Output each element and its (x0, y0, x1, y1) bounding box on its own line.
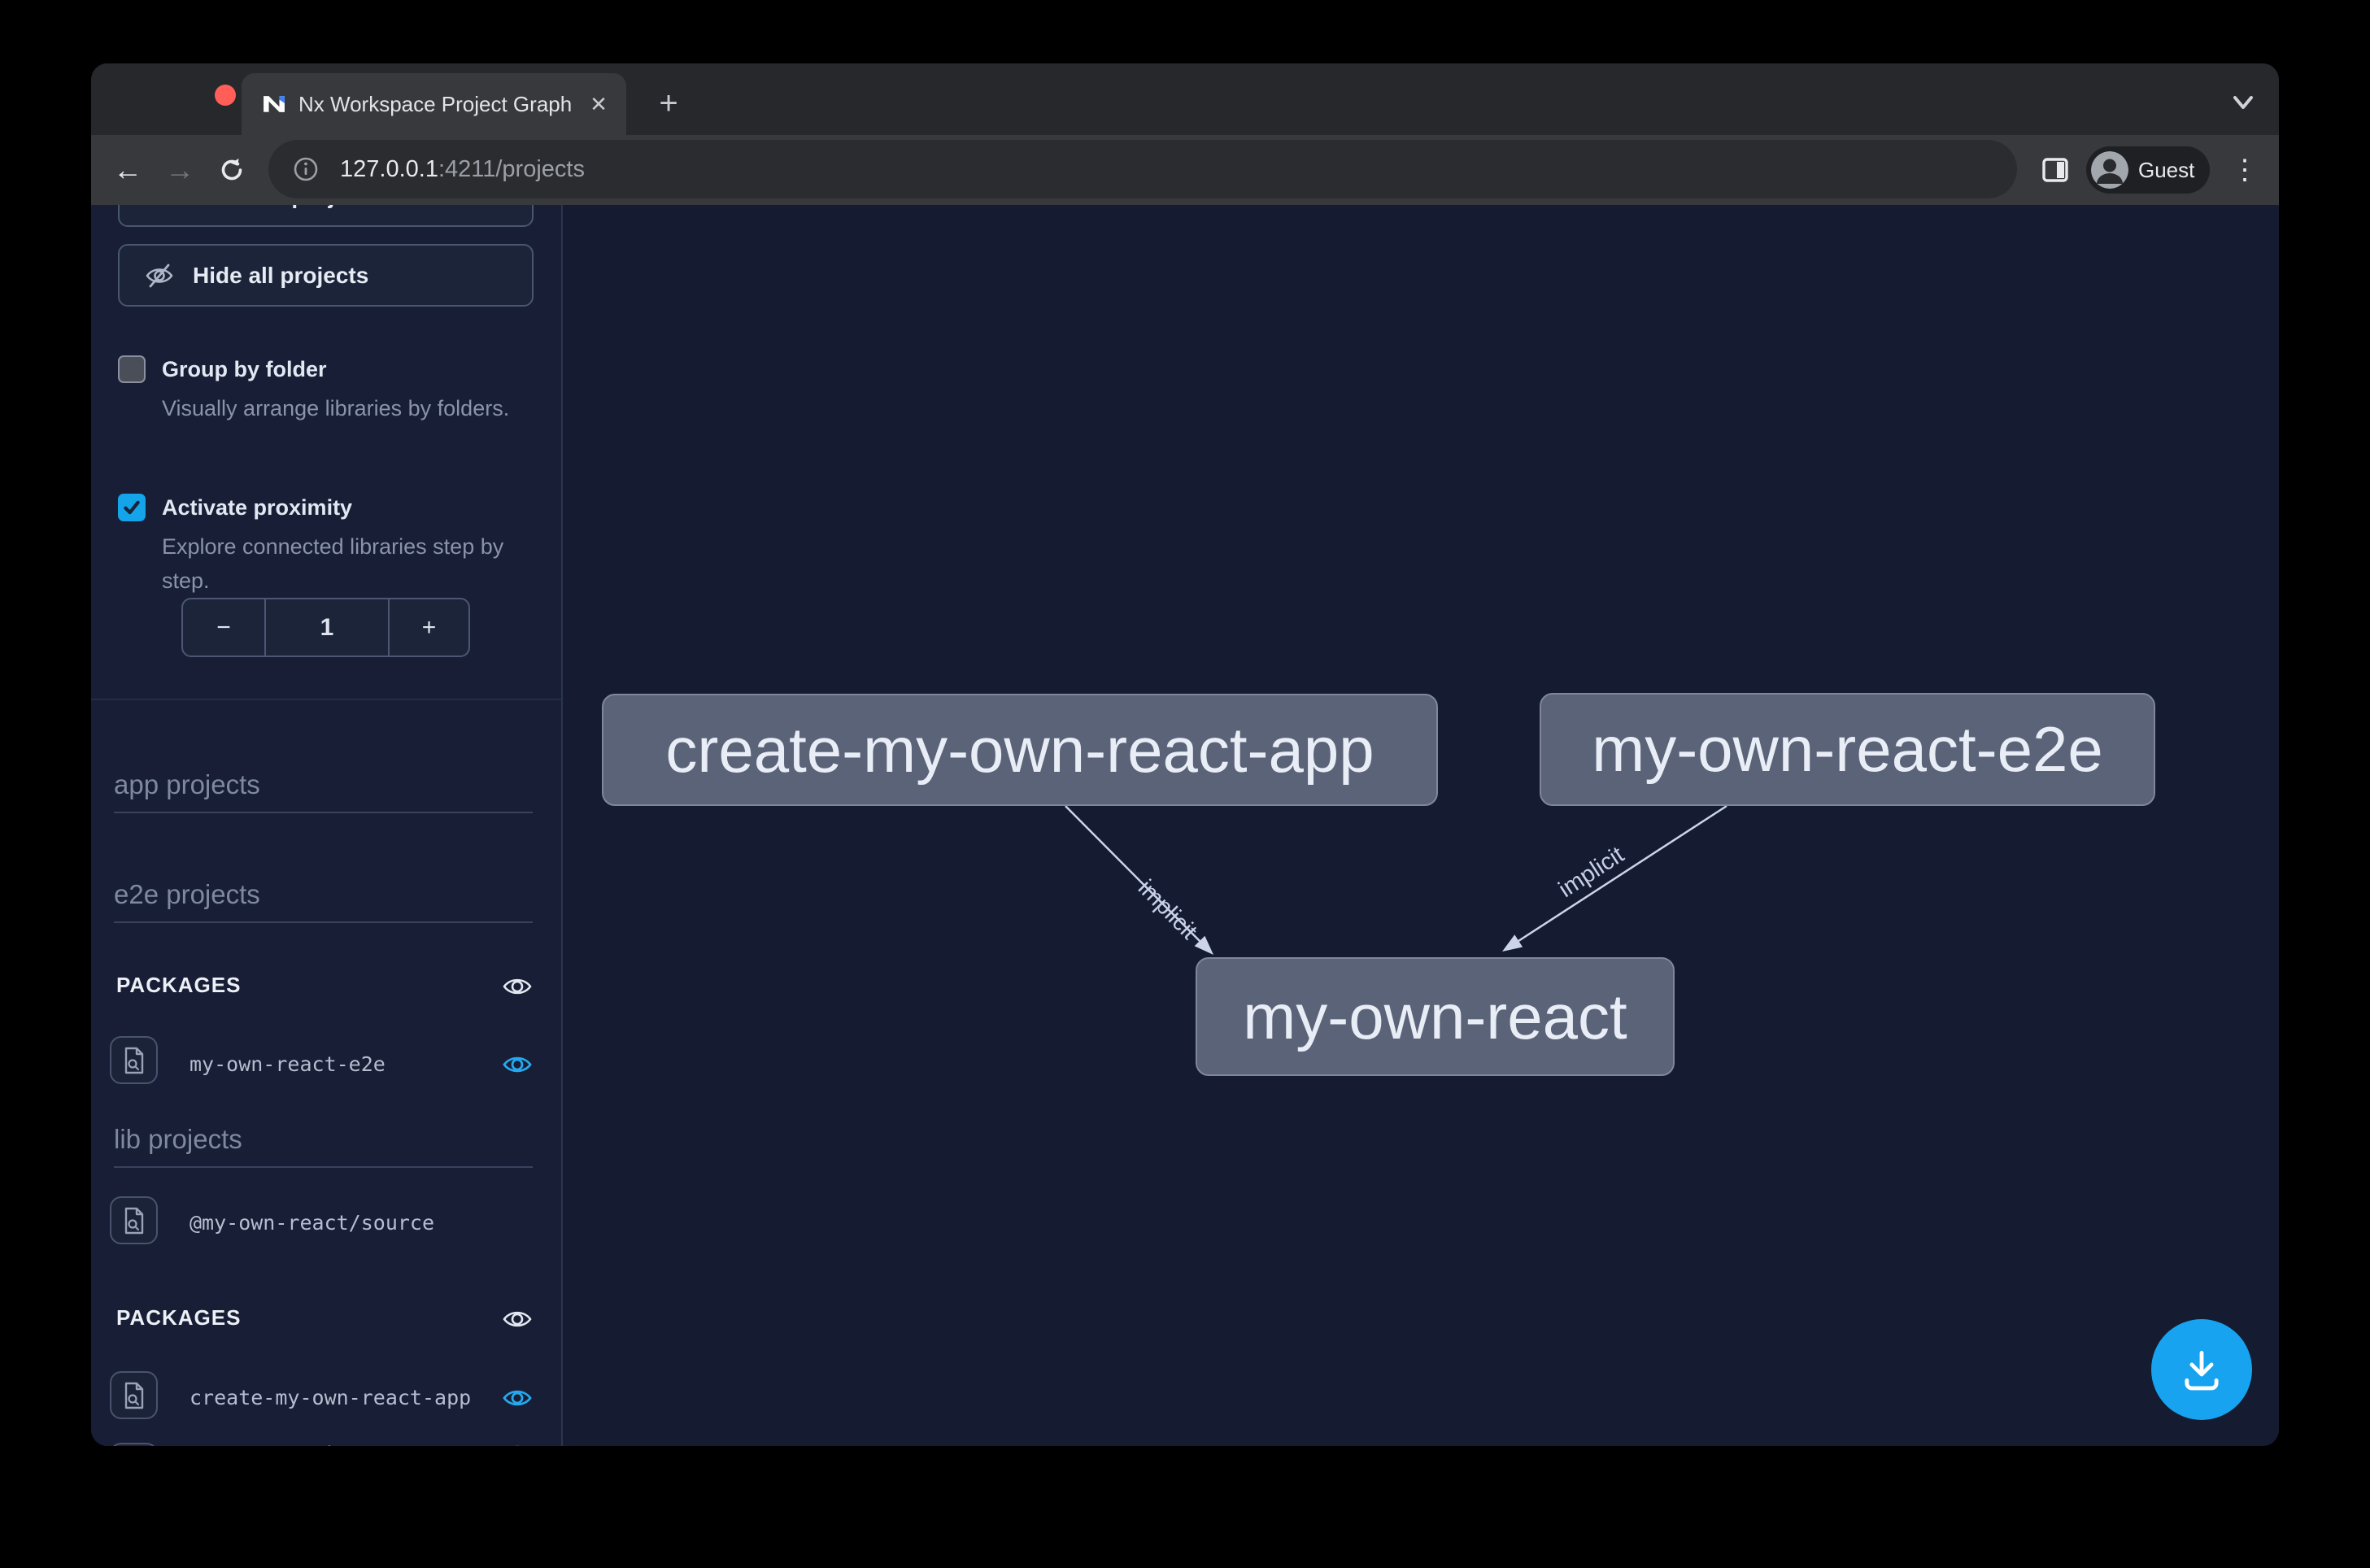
group-by-folder-row: Group by folder Visually arrange librari… (118, 355, 544, 425)
tab-strip: Nx Workspace Project Graph ✕ + (91, 63, 2279, 135)
eye-icon (144, 205, 175, 211)
sidebar: Show all projects Hide all projects Grou… (91, 205, 563, 1446)
e2e-projects-heading: e2e projects (114, 879, 533, 923)
new-tab-button[interactable]: + (659, 85, 678, 121)
project-file-icon (110, 1196, 158, 1244)
packages-section-label: PACKAGES (116, 1305, 242, 1330)
traffic-light-close[interactable] (215, 85, 236, 106)
packages-eye-icon[interactable] (501, 1303, 534, 1335)
menu-dots-icon[interactable]: ⋮ (2231, 155, 2259, 185)
hide-all-projects-label: Hide all projects (193, 262, 369, 288)
project-visible-eye-icon[interactable] (501, 1437, 534, 1446)
increment-button[interactable]: + (388, 599, 468, 656)
chevron-down-icon[interactable] (2225, 88, 2261, 117)
url-host: 127.0.0.1 (340, 155, 438, 182)
lib-projects-heading: lib projects (114, 1124, 533, 1168)
project-row-label[interactable]: my-own-react-e2e (190, 1052, 386, 1076)
show-all-projects-button[interactable]: Show all projects (118, 205, 534, 227)
proximity-depth-stepper: − 1 + (181, 598, 470, 657)
eye-slash-icon (144, 260, 175, 291)
side-panel-icon[interactable] (2040, 155, 2071, 185)
avatar-icon (2091, 151, 2128, 189)
checkmark-icon (124, 500, 140, 515)
project-row-label[interactable]: create-my-own-react-app (190, 1386, 472, 1409)
packages-section-label: PACKAGES (116, 973, 242, 997)
reload-button[interactable] (210, 148, 254, 192)
forward-button[interactable]: → (165, 153, 194, 186)
address-bar[interactable]: 127.0.0.1:4211/projects (268, 140, 2017, 198)
browser-tab[interactable]: Nx Workspace Project Graph ✕ (242, 73, 626, 135)
sidebar-divider (91, 699, 561, 700)
activate-proximity-label: Activate proximity (162, 495, 353, 520)
info-icon[interactable] (290, 153, 322, 185)
nx-favicon-icon (264, 96, 285, 112)
activate-proximity-checkbox[interactable] (118, 494, 146, 521)
packages-eye-icon[interactable] (501, 970, 534, 1003)
project-row-label[interactable]: my-own-react (190, 1441, 337, 1446)
project-file-icon (110, 1443, 158, 1446)
proximity-depth-value: 1 (320, 613, 334, 641)
project-visible-eye-icon[interactable] (501, 1382, 534, 1414)
graph-node-my-own-react[interactable]: my-own-react (1196, 957, 1675, 1076)
profile-name: Guest (2138, 157, 2195, 182)
download-icon (2185, 1351, 2219, 1391)
tab-close-icon[interactable]: ✕ (590, 92, 608, 116)
show-all-projects-label: Show all projects (193, 205, 380, 209)
tab-title: Nx Workspace Project Graph (298, 91, 573, 116)
group-by-folder-label: Group by folder (162, 357, 327, 381)
project-row-label[interactable]: @my-own-react/source (190, 1211, 435, 1235)
group-by-folder-description: Visually arrange libraries by folders. (162, 396, 510, 420)
url-path: :4211/projects (438, 155, 585, 182)
project-visible-eye-icon[interactable] (501, 1048, 534, 1081)
profile-chip[interactable]: Guest (2086, 146, 2210, 194)
activate-proximity-description: Explore connected libraries step by step… (162, 534, 504, 593)
project-file-icon (110, 1036, 158, 1084)
app-projects-heading: app projects (114, 769, 533, 813)
download-image-button[interactable] (2151, 1319, 2252, 1420)
url-text: 127.0.0.1:4211/projects (340, 156, 585, 183)
activate-proximity-row: Activate proximity Explore connected lib… (118, 494, 544, 598)
browser-window: Nx Workspace Project Graph ✕ + ← → 127.0… (91, 63, 2279, 1446)
nx-graph-app: Show all projects Hide all projects Grou… (91, 205, 2279, 1446)
back-button[interactable]: ← (113, 153, 142, 186)
project-file-icon (110, 1371, 158, 1419)
hide-all-projects-button[interactable]: Hide all projects (118, 244, 534, 307)
graph-node-my-own-react-e2e[interactable]: my-own-react-e2e (1540, 693, 2155, 806)
graph-node-create-my-own-react-app[interactable]: create-my-own-react-app (602, 694, 1438, 806)
decrement-button[interactable]: − (183, 599, 266, 656)
group-by-folder-checkbox[interactable] (118, 355, 146, 383)
